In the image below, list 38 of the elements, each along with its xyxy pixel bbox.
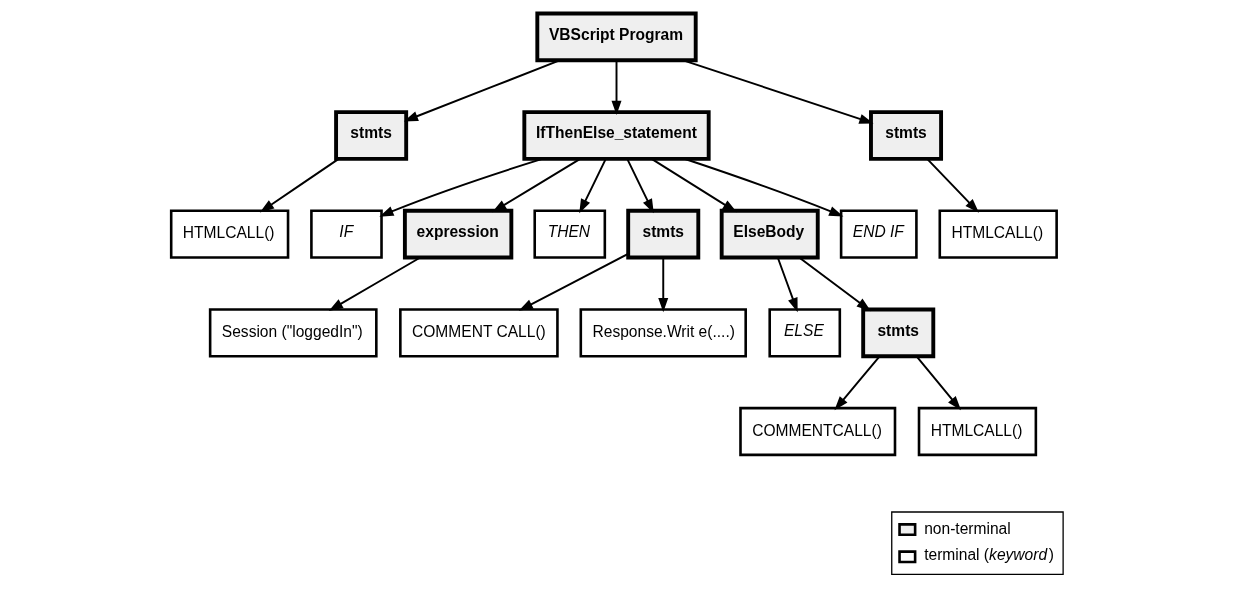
- arrow: [403, 59, 561, 122]
- arrow: [378, 157, 543, 217]
- arrow: [518, 252, 629, 311]
- arrow: [833, 355, 881, 411]
- legend-label: non-terminal: [923, 519, 1011, 537]
- node-box: ELSE: [767, 308, 841, 358]
- arrow: [578, 158, 607, 214]
- arrow: [925, 158, 979, 213]
- node-box: stmts: [333, 110, 408, 161]
- node-box: VBScript Program: [534, 11, 698, 63]
- node-box: stmts: [860, 307, 935, 359]
- arrow: [625, 158, 654, 214]
- arrow: [798, 256, 871, 312]
- node-box: HTMLCALL(): [169, 209, 289, 259]
- arrow: [491, 158, 581, 213]
- node-box: COMMENTCALL(): [738, 406, 896, 457]
- node-box: stmts: [625, 208, 700, 260]
- arrow: [776, 256, 798, 313]
- node-box: expression: [402, 208, 513, 260]
- node-box: IfThenElse_statement: [521, 110, 711, 161]
- node-box: ElseBody: [719, 208, 820, 260]
- legend-label: terminal (keyword): [923, 545, 1054, 563]
- node-box: IF: [309, 209, 383, 259]
- node-box: Session ("loggedIn"): [208, 308, 378, 358]
- arrow: [328, 256, 421, 311]
- arrow: [657, 256, 668, 313]
- node-box: HTMLCALL(): [917, 406, 1037, 457]
- node-box: END IF: [839, 209, 918, 259]
- arrow: [259, 158, 339, 213]
- node-box: THEN: [532, 209, 606, 259]
- arrow: [650, 158, 737, 213]
- arrow: [683, 158, 843, 217]
- arrow: [611, 59, 621, 115]
- node-box: Response.Writ e(....): [579, 308, 747, 358]
- node-box: COMMENT CALL(): [398, 308, 559, 358]
- node-box: stmts: [868, 110, 943, 161]
- arrow: [915, 355, 961, 411]
- node-box: HTMLCALL(): [938, 209, 1058, 259]
